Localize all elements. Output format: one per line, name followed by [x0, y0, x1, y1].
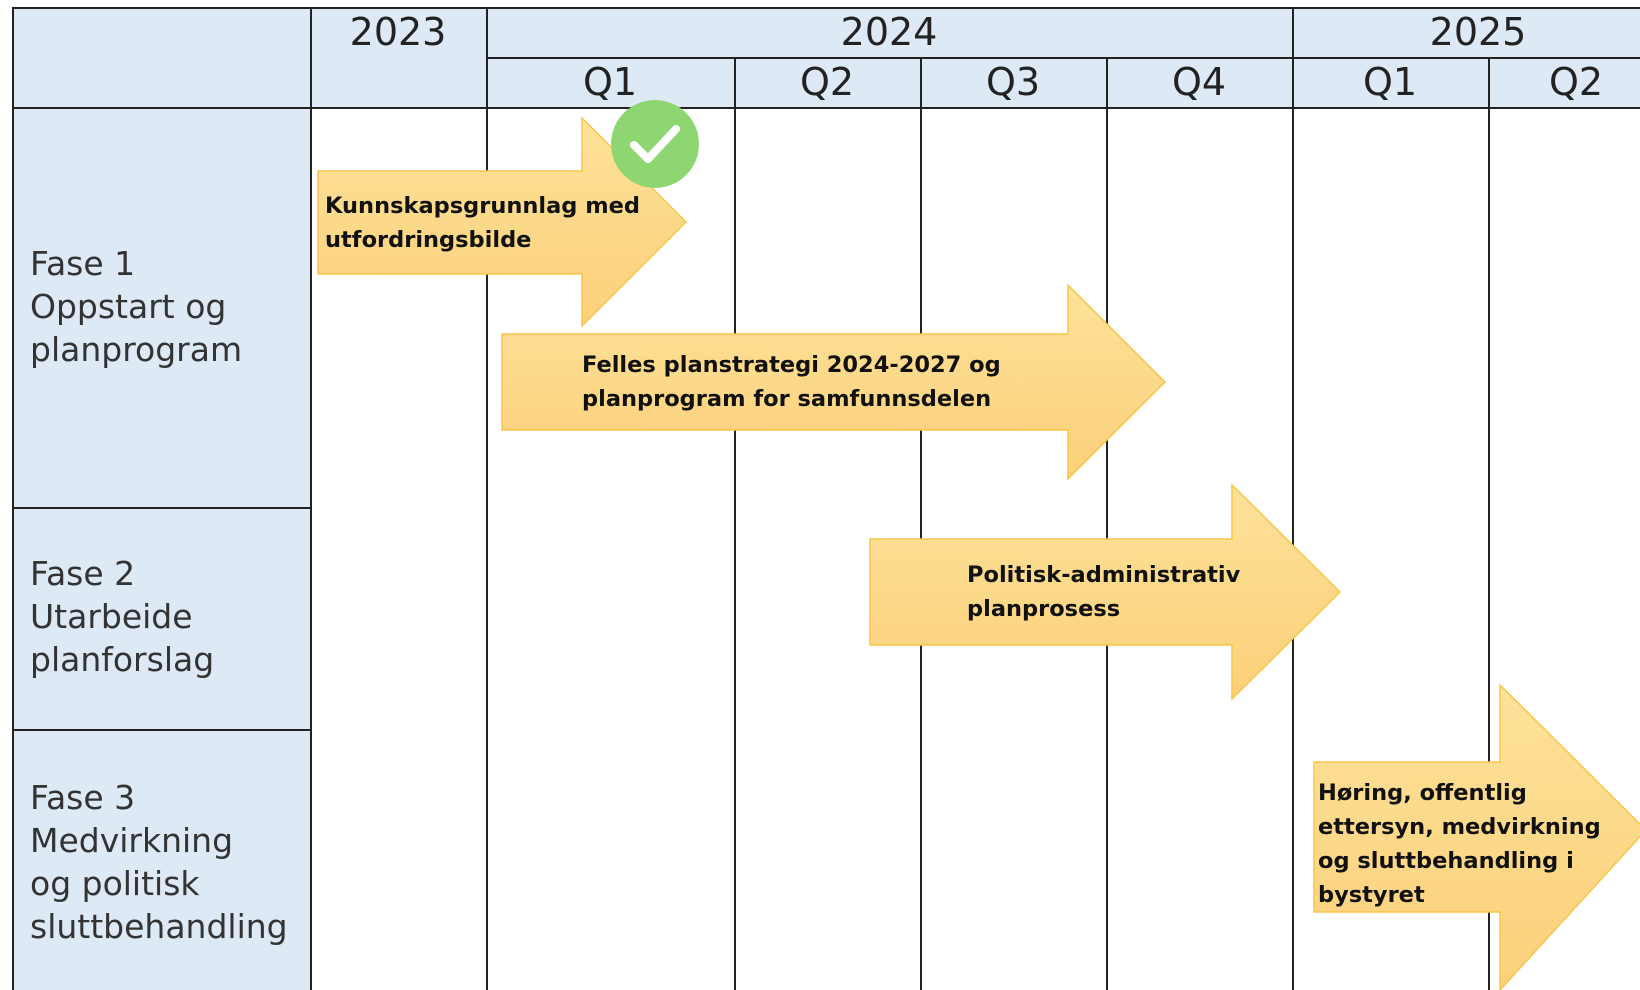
activity-3-label-line: Politisk-administrativ — [967, 562, 1241, 588]
grid-line-q1-q2 — [734, 57, 736, 990]
grid-line-header-bottom — [12, 107, 1640, 109]
phase-1-label-line: Fase 1 — [30, 244, 136, 283]
year-label-2025: 2025 — [1429, 10, 1527, 54]
activity-2-label-line: Felles planstrategi 2024-2027 og — [582, 352, 1001, 378]
activity-arrow-2 — [501, 283, 1167, 481]
activity-4-label: Høring, offentlig ettersyn, medvirkning … — [1318, 776, 1601, 912]
check-icon — [611, 100, 699, 188]
phase-1-cell — [12, 108, 310, 508]
phase-3-cell — [12, 730, 310, 990]
header-year-2023-cell — [310, 8, 486, 108]
phase-2-label-line: Utarbeide — [30, 597, 193, 636]
phase-2-label: Fase 2 Utarbeide planforslag — [30, 552, 214, 681]
activity-1-label: Kunnskapsgrunnlag med utfordringsbilde — [325, 189, 640, 257]
activity-arrow-4 — [1313, 683, 1640, 990]
phase-3-label: Fase 3 Medvirkning og politisk sluttbeha… — [30, 776, 288, 948]
phase-3-label-line: sluttbehandling — [30, 907, 288, 946]
grid-line-2024-2025 — [1292, 7, 1294, 990]
quarter-label-2024-q1: Q1 — [582, 60, 638, 104]
grid-line-label-col — [310, 7, 312, 990]
activity-arrow-3 — [869, 483, 1342, 701]
quarter-label-2024-q4: Q4 — [1171, 60, 1227, 104]
activity-arrow-1 — [317, 116, 688, 328]
activity-4-label-line: ettersyn, medvirkning — [1318, 814, 1601, 840]
phase-2-label-line: planforslag — [30, 640, 215, 679]
phase-1-label-line: planprogram — [30, 330, 243, 369]
year-label-2023: 2023 — [349, 10, 447, 54]
grid-line-q3-q4 — [1106, 57, 1108, 990]
activity-4-label-line: bystyret — [1318, 882, 1425, 908]
quarter-label-2024-q3: Q3 — [985, 60, 1041, 104]
grid-line-2025-q1-q2 — [1488, 57, 1490, 990]
activity-3-label: Politisk-administrativ planprosess — [967, 558, 1240, 626]
activity-3-label-line: planprosess — [967, 596, 1121, 622]
quarter-label-2024-q2: Q2 — [799, 60, 855, 104]
grid-line-top — [12, 7, 1640, 9]
grid-line-phase-1-2 — [12, 507, 310, 509]
activity-4-label-line: og sluttbehandling i — [1318, 848, 1574, 874]
grid-line-phase-2-3 — [12, 729, 310, 731]
activity-2-label-line: planprogram for samfunnsdelen — [582, 386, 992, 412]
grid-line-year-quarter — [486, 57, 1640, 59]
phase-1-label: Fase 1 Oppstart og planprogram — [30, 242, 242, 371]
activity-1-label-line: utfordringsbilde — [325, 227, 532, 253]
grid-line-left — [12, 7, 14, 990]
phase-3-label-line: Fase 3 — [30, 778, 136, 817]
header-corner-cell — [12, 8, 310, 108]
year-label-2024: 2024 — [840, 10, 938, 54]
phase-2-label-line: Fase 2 — [30, 554, 136, 593]
quarter-label-2025-q1: Q1 — [1362, 60, 1418, 104]
activity-2-label: Felles planstrategi 2024-2027 og planpro… — [582, 348, 1001, 416]
activity-4-label-line: Høring, offentlig — [1318, 780, 1527, 806]
quarter-label-2025-q2: Q2 — [1548, 60, 1604, 104]
phase-2-cell — [12, 508, 310, 730]
phase-3-label-line: og politisk — [30, 864, 200, 903]
phase-3-label-line: Medvirkning — [30, 821, 234, 860]
grid-line-q2-q3 — [920, 57, 922, 990]
grid-line-2023-2024 — [486, 7, 488, 990]
activity-1-label-line: Kunnskapsgrunnlag med — [325, 193, 641, 219]
phase-1-label-line: Oppstart og — [30, 287, 227, 326]
